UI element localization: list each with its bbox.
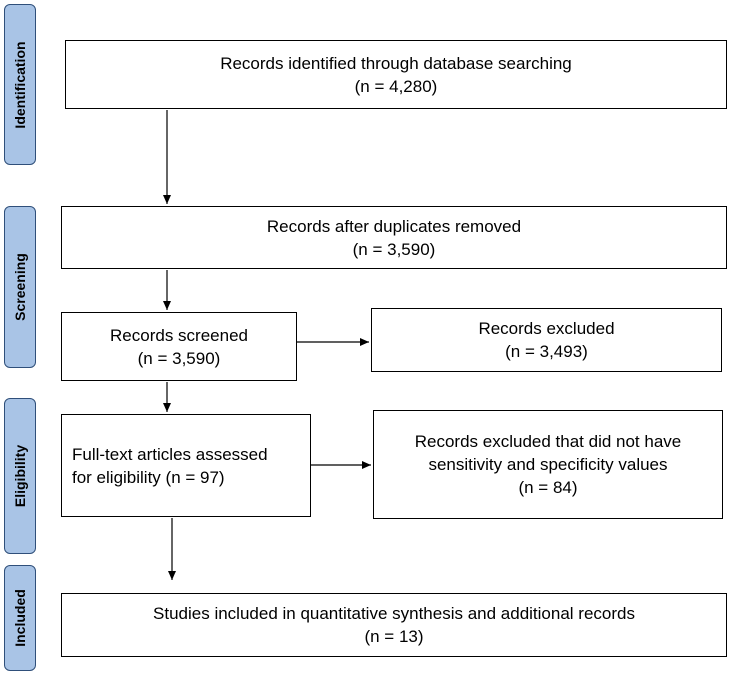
full-text-assessed-label: Full-text articles assessed [72,444,268,464]
records-excluded-box: Records excluded (n = 3,493) [371,308,722,372]
full-text-assessed-box: Full-text articles assessed for eligibil… [61,414,311,517]
records-excluded-label: Records excluded [478,319,615,338]
duplicates-removed-count: (n = 3,590) [352,239,436,259]
records-screened-label: Records screened [110,325,248,345]
full-text-assessed-count: for eligibility (n = 97) [72,467,225,487]
records-excluded-count: (n = 3,493) [505,342,588,361]
records-identified-label: Records identified through database sear… [220,53,572,73]
records-screened-count: (n = 3,590) [137,348,221,368]
full-text-excluded-count: (n = 84) [518,478,578,497]
phase-label-screening: Screening [4,206,36,368]
phase-label-identification: Identification [4,4,36,165]
records-screened-box: Records screened (n = 3,590) [61,312,297,381]
studies-included-count: (n = 13) [364,627,424,646]
full-text-excluded-label-2: sensitivity and specificity values [428,455,668,474]
records-identified-box: Records identified through database sear… [65,40,727,109]
full-text-excluded-label-1: Records excluded that did not have [414,432,682,451]
studies-included-label: Studies included in quantitative synthes… [153,604,635,623]
full-text-excluded-box: Records excluded that did not have sensi… [373,410,723,519]
duplicates-removed-box: Records after duplicates removed (n = 3,… [61,206,727,269]
phase-label-eligibility: Eligibility [4,398,36,554]
duplicates-removed-label: Records after duplicates removed [266,216,522,236]
studies-included-box: Studies included in quantitative synthes… [61,593,727,657]
phase-label-included: Included [4,565,36,671]
records-identified-count: (n = 4,280) [354,76,438,96]
